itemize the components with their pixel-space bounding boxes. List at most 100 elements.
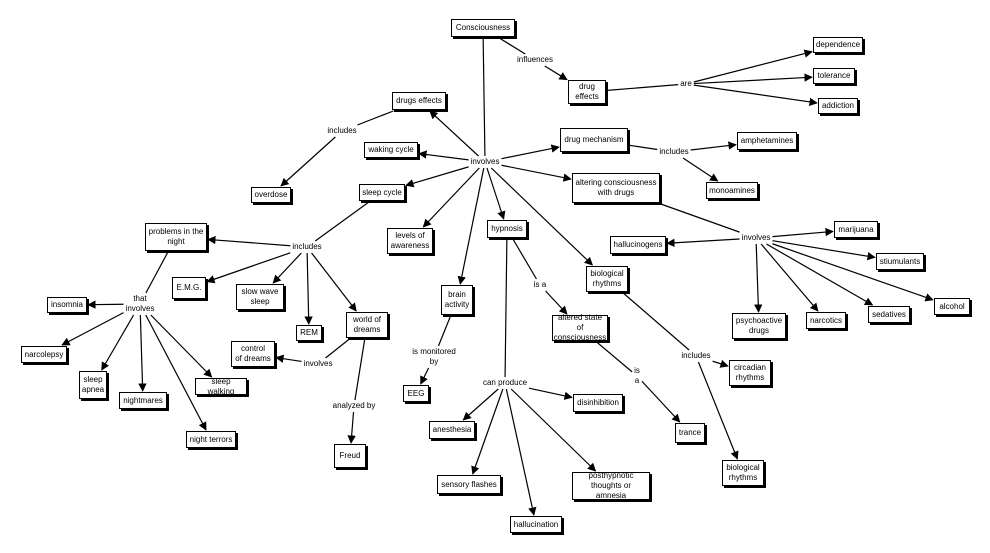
node-eeg[interactable]: EEG <box>403 385 429 402</box>
node-sensory-flashes[interactable]: sensory flashes <box>437 475 501 494</box>
connector-line <box>504 238 508 378</box>
connector-line <box>505 388 537 516</box>
node-sleep-apnea[interactable]: sleep apnea <box>79 371 107 399</box>
connector-line <box>275 354 302 363</box>
node-drug-mechanism[interactable]: drug mechanism <box>560 128 628 152</box>
node-emg[interactable]: E.M.G. <box>172 277 206 299</box>
link-that-involves: that involves <box>124 294 156 314</box>
connector-line <box>628 144 658 151</box>
connector-line <box>682 157 719 182</box>
link-includes-mechanism: includes <box>658 147 690 157</box>
connector-line <box>405 166 469 188</box>
link-is-a: is a <box>532 280 548 290</box>
node-trance[interactable]: trance <box>675 423 705 443</box>
node-posthypnotic-thoughts-or-amnesia[interactable]: posthypnotic thoughts or amnesia <box>572 471 650 500</box>
link-involves-center: involves <box>469 157 501 167</box>
connector-line <box>666 238 740 248</box>
connector-line <box>697 361 739 460</box>
connector-line <box>772 240 876 261</box>
node-dependence[interactable]: dependence <box>813 37 863 53</box>
connector-line <box>660 203 740 233</box>
node-addiction[interactable]: addiction <box>818 98 858 114</box>
node-biological-rhythms-2[interactable]: biological rhythms <box>722 460 764 486</box>
connector-line <box>693 73 813 85</box>
node-stimulants[interactable]: stiumulants <box>876 253 924 270</box>
node-control-of-dreams[interactable]: control of dreams <box>231 341 275 367</box>
connector-line <box>754 243 763 313</box>
node-overdose[interactable]: overdose <box>251 187 291 203</box>
connector-line <box>545 290 568 315</box>
connector-line <box>347 411 356 444</box>
connector-line <box>429 110 479 157</box>
node-slow-wave-sleep[interactable]: slow wave sleep <box>236 284 284 310</box>
node-nightmares[interactable]: nightmares <box>119 392 167 409</box>
node-monoamines[interactable]: monoamines <box>706 182 758 199</box>
connector-line <box>145 314 207 431</box>
connector-line <box>311 252 357 312</box>
connector-line <box>693 84 818 107</box>
node-rem[interactable]: REM <box>296 325 322 341</box>
node-drugs-effects[interactable]: drugs effects <box>392 92 446 110</box>
node-narcolepsy[interactable]: narcolepsy <box>21 346 67 363</box>
node-amphetamines[interactable]: amphetamines <box>737 132 797 150</box>
node-circadian-rhythms[interactable]: circadian rhythms <box>729 360 771 386</box>
connector-line <box>418 150 469 161</box>
connector-line <box>772 227 834 238</box>
connector-line <box>501 164 572 182</box>
link-analyzed-by: analyzed by <box>331 401 377 411</box>
connector-line <box>766 243 874 306</box>
connector-line <box>462 388 499 421</box>
node-brain-activity[interactable]: brain activity <box>441 285 473 315</box>
connector-line <box>498 37 526 55</box>
node-hallucinogens[interactable]: hallucinogens <box>610 236 666 254</box>
node-hypnosis[interactable]: hypnosis <box>487 220 527 238</box>
node-alcohol[interactable]: alcohol <box>934 298 970 315</box>
node-sleep-walking[interactable]: sleep walking <box>195 377 247 396</box>
connector-line <box>690 141 737 151</box>
connector-line <box>482 37 486 157</box>
node-problems-in-the-night[interactable]: problems in the night <box>145 223 207 251</box>
node-hallucination[interactable]: hallucination <box>510 516 562 533</box>
node-world-of-dreams[interactable]: world of dreams <box>346 312 388 338</box>
connector-line <box>145 251 169 294</box>
link-includes-rhythms: includes <box>680 351 712 361</box>
node-disinhibition[interactable]: disinhibition <box>573 394 623 412</box>
node-altering-consciousness[interactable]: altering consciousness with drugs <box>572 173 660 203</box>
node-marijuana[interactable]: marijuana <box>834 221 878 238</box>
connector-line <box>272 252 302 284</box>
link-are: are <box>679 79 693 89</box>
node-psychoactive-drugs[interactable]: psychoactive drugs <box>732 313 786 339</box>
node-drug-effects[interactable]: drug effects <box>568 80 606 104</box>
connector-line <box>544 65 568 81</box>
link-influences: influences <box>515 55 555 65</box>
node-tolerance[interactable]: tolerance <box>813 68 855 84</box>
connector-line <box>357 110 394 126</box>
node-levels-of-awareness[interactable]: levels of awareness <box>387 228 433 254</box>
node-narcotics[interactable]: narcotics <box>806 312 846 329</box>
connector-line <box>354 338 366 401</box>
connector-line <box>596 341 633 373</box>
node-freud[interactable]: Freud <box>334 444 366 468</box>
connector-line <box>712 359 729 368</box>
connector-line <box>622 292 690 351</box>
node-biological-rhythms[interactable]: biological rhythms <box>586 266 628 292</box>
connector-line <box>486 167 506 220</box>
connector-line <box>437 315 452 347</box>
connector-line <box>471 388 504 475</box>
connector-line <box>490 167 594 266</box>
node-sleep-cycle[interactable]: sleep cycle <box>359 184 405 201</box>
connector-line <box>641 380 681 423</box>
node-waking-cycle[interactable]: waking cycle <box>364 142 418 158</box>
node-insomnia[interactable]: insomnia <box>47 297 87 313</box>
node-consciousness[interactable]: Consciousness <box>451 19 515 37</box>
connector-line <box>304 252 313 325</box>
node-anesthesia[interactable]: anesthesia <box>429 421 475 439</box>
connector-line <box>422 167 480 228</box>
node-sedatives[interactable]: sedatives <box>868 306 910 323</box>
node-night-terrors[interactable]: night terrors <box>186 431 236 448</box>
connector-line <box>150 314 213 378</box>
node-altered-state-of-consciousness[interactable]: altered state of consciousness <box>552 313 608 342</box>
link-involves-dreams: involves <box>302 359 334 369</box>
